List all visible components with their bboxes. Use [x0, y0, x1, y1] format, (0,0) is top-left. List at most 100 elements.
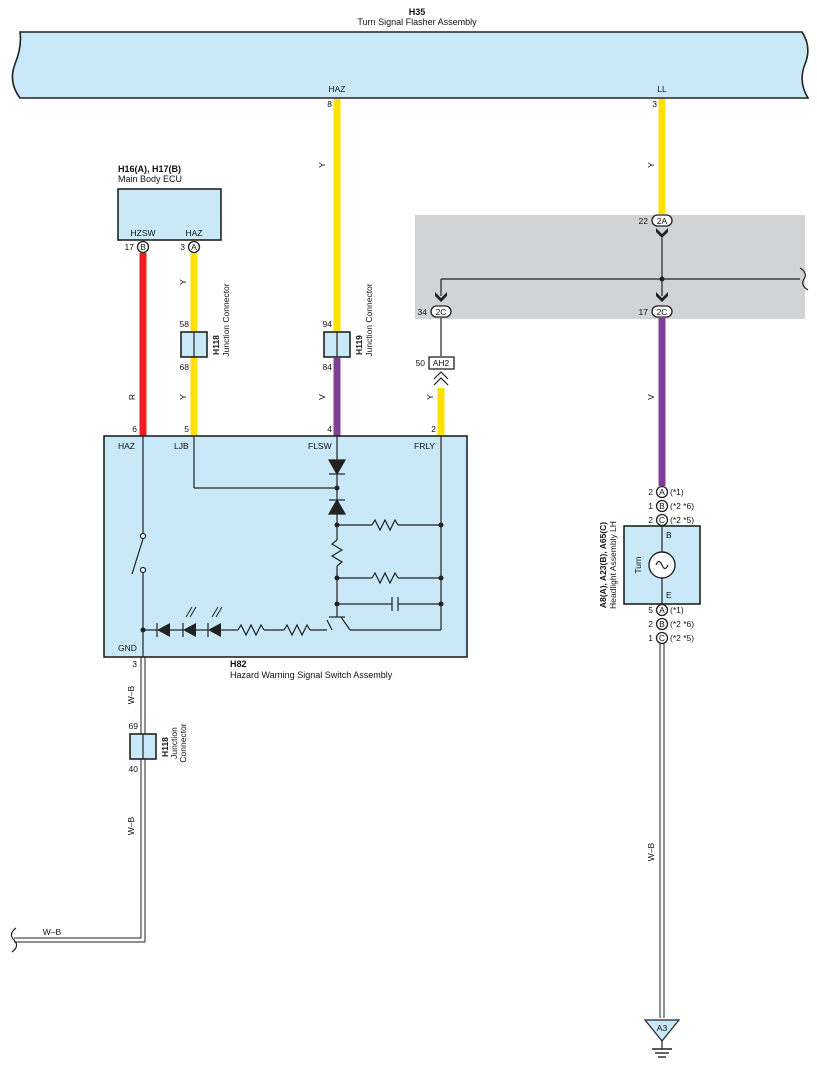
- hl-name: Headlight Assembly LH: [608, 521, 618, 609]
- junction-block: 2A 22 2C 34 2C 17: [418, 214, 809, 318]
- hz-code: H82: [230, 659, 247, 669]
- hl-top-pin-3-note: (*2 *5): [670, 515, 694, 525]
- wire-label-y: Y: [317, 162, 327, 168]
- flasher-pin-ll-label: LL: [657, 84, 667, 94]
- hl-bottom-pin-2-conn: B: [659, 619, 665, 629]
- hz-pin-gnd: GND: [118, 643, 137, 653]
- wire-frly: AH2 50 Y: [416, 318, 455, 436]
- flasher-assembly: H35 Turn Signal Flasher Assembly HAZ LL: [11, 7, 810, 99]
- ground-label: A3: [657, 1023, 668, 1033]
- hl-bulb-label: Turn: [633, 556, 643, 573]
- hz-name: Hazard Warning Signal Switch Assembly: [230, 670, 393, 680]
- hz-pin-ljb: LJB: [174, 441, 189, 451]
- junction-connector-h119: 94 84 H119 Junction Connector: [323, 283, 374, 372]
- jb-conn-2c-left: 2C: [436, 307, 447, 317]
- ah2-conn: AH2: [433, 358, 450, 368]
- main-body-ecu: H16(A), H17(B) Main Body ECU HZSW HAZ B …: [117, 164, 222, 254]
- wire-label-y: Y: [425, 394, 435, 400]
- wire-flasher-ll: 3 Y: [646, 99, 666, 214]
- hl-bottom-pin-1-conn: A: [659, 605, 665, 615]
- junction-connector-h118-bottom: 69 40 H118 Junction Connector: [129, 721, 188, 774]
- hl-bottom-pin-1-note: (*1): [670, 605, 684, 615]
- hl-bottom-pin-3-num: 1: [648, 633, 653, 643]
- hl-top-pin-1-note: (*1): [670, 487, 684, 497]
- jc3-name1: Junction: [169, 727, 179, 759]
- wire-gnd: 3 W–B W–B W–B: [10, 657, 146, 953]
- flasher-pin-haz-label: HAZ: [329, 84, 346, 94]
- hazard-switch-assembly: 6 5 4 2 HAZ LJB FLSW FRLY GND H82 Hazard…: [103, 424, 468, 680]
- ecu-pin1-num: 17: [125, 242, 135, 252]
- jc2-pin-bottom: 84: [323, 362, 333, 372]
- hz-pin-flsw-num: 4: [327, 424, 332, 434]
- ecu-pin1-label: HZSW: [130, 228, 155, 238]
- wire-label-y: Y: [178, 279, 188, 285]
- ecu-pin2-num: 3: [180, 242, 185, 252]
- hl-bottom-pin-2-num: 2: [648, 619, 653, 629]
- hl-top-pin-1-conn: A: [659, 487, 665, 497]
- hz-pin-haz: HAZ: [118, 441, 135, 451]
- jc3-pin-top: 69: [129, 721, 139, 731]
- hazard-internal-circuit: [131, 436, 442, 657]
- wire-label-r: R: [127, 394, 137, 400]
- hl-bottom-pin-1-num: 5: [648, 605, 653, 615]
- jc1-pin-bottom: 68: [180, 362, 190, 372]
- hz-pin-frly-num: 2: [431, 424, 436, 434]
- jb-num-17: 17: [639, 307, 649, 317]
- wire-headlight: V: [646, 318, 666, 486]
- wire-label-y: Y: [646, 162, 656, 168]
- flasher-code: H35: [409, 7, 426, 17]
- hz-pin-gnd-num: 3: [132, 659, 137, 669]
- hl-pin-e: E: [666, 590, 672, 600]
- hl-top-pin-3-conn: C: [659, 515, 665, 525]
- hl-bottom-pin-3-note: (*2 *5): [670, 633, 694, 643]
- wire-hzsw: R: [127, 253, 147, 436]
- ecu-name: Main Body ECU: [118, 174, 182, 184]
- flasher-name: Turn Signal Flasher Assembly: [357, 17, 477, 27]
- jc2-pin-top: 94: [323, 319, 333, 329]
- jc2-name: Junction Connector: [364, 283, 374, 356]
- jc2-code: H119: [354, 335, 364, 355]
- hl-code: A8(A), A23(B), A65(C): [598, 522, 608, 608]
- hz-pin-flsw: FLSW: [308, 441, 332, 451]
- hz-pin-frly: FRLY: [414, 441, 435, 451]
- junction-connector-h118: 58 68 H118 Junction Connector: [180, 283, 231, 372]
- hl-top-pin-2-note: (*2 *6): [670, 501, 694, 511]
- wire-label-wb: W–B: [646, 842, 656, 861]
- hz-pin-haz-num: 6: [132, 424, 137, 434]
- wire-headlight-gnd: W–B A3: [643, 644, 681, 1058]
- hl-top-pin-3-num: 2: [648, 515, 653, 525]
- flasher-pin-ll-num: 3: [652, 99, 657, 109]
- ecu-pin2-label: HAZ: [186, 228, 203, 238]
- headlight-assembly: A 2 (*1) B 1 (*2 *6) C 2 (*2 *5) B E Tur…: [598, 485, 701, 645]
- wire-label-wb: W–B: [126, 685, 136, 704]
- jc1-pin-top: 58: [180, 319, 190, 329]
- ecu-pin1-conn: B: [140, 242, 146, 252]
- flasher-pin-haz-num: 8: [327, 99, 332, 109]
- wire-label-v: V: [317, 394, 327, 400]
- ah2-num: 50: [416, 358, 426, 368]
- ecu-code: H16(A), H17(B): [118, 164, 181, 174]
- wire-label-y: Y: [178, 394, 188, 400]
- led-icon: [156, 606, 233, 637]
- hl-top-pin-1-num: 2: [648, 487, 653, 497]
- hz-pin-ljb-num: 5: [184, 424, 189, 434]
- ground-icon: [652, 1048, 672, 1058]
- jb-conn-2c-right: 2C: [657, 307, 668, 317]
- junction-block-area: [415, 215, 805, 319]
- jc3-name2: Connector: [178, 723, 188, 762]
- wire-flasher-haz: 8 Y V: [317, 99, 341, 436]
- jc3-pin-bottom: 40: [129, 764, 139, 774]
- hl-bottom-pin-3-conn: C: [659, 633, 665, 643]
- jb-num-22: 22: [639, 216, 649, 226]
- jb-num-34: 34: [418, 307, 428, 317]
- ecu-pin2-conn: A: [191, 242, 197, 252]
- jc1-name: Junction Connector: [221, 283, 231, 356]
- jb-conn-2a: 2A: [657, 216, 668, 226]
- wire-label-wb: W–B: [126, 816, 136, 835]
- jc3-code: H118: [160, 737, 170, 757]
- hl-bottom-pin-2-note: (*2 *6): [670, 619, 694, 629]
- hl-top-pin-2-conn: B: [659, 501, 665, 511]
- hl-top-pin-2-num: 1: [648, 501, 653, 511]
- wire-label-wb: W–B: [43, 927, 62, 937]
